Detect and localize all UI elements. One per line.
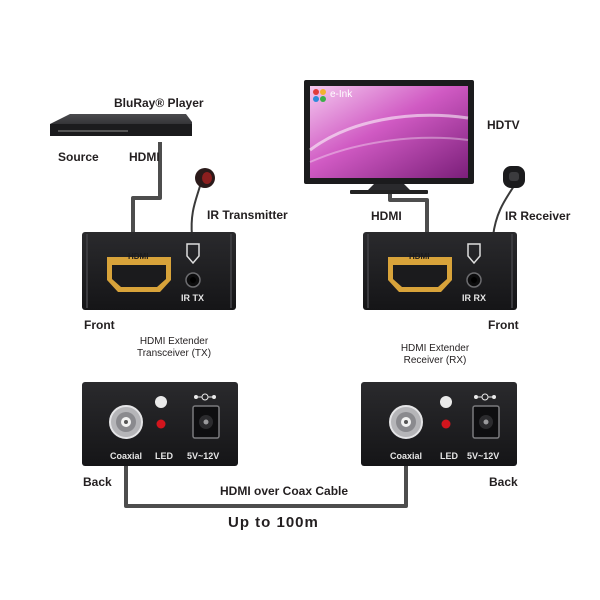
coax-cable (124, 466, 408, 508)
tv-hdmi-label: HDMI (371, 209, 402, 223)
rx-ir-port-label: IR RX (462, 293, 487, 303)
bluray-player-label: BluRay® Player (114, 96, 204, 110)
rx-led-label: LED (440, 451, 458, 461)
tx-power-label: 5V~12V (187, 451, 220, 461)
tx-front-label: Front (84, 318, 115, 332)
rx-ir-jack-icon (466, 272, 482, 288)
rx-power-label: 5V~12V (467, 451, 500, 461)
rx-hdmi-port-icon (388, 257, 452, 292)
tx-hdmi-port-label: HDMI (128, 252, 149, 261)
source-hdmi-label: HDMI (129, 150, 160, 164)
tx-power-polarity-icon (194, 393, 216, 401)
cables (124, 142, 429, 508)
ir-transmitter-icon (195, 168, 215, 188)
rx-coaxial-connector-icon (389, 405, 423, 439)
hdtv (304, 80, 474, 194)
eink-brand-text: e-Ink (330, 89, 353, 100)
tx-dc-power-jack-icon (192, 405, 220, 439)
tx-unit-name-line2: Transceiver (TX) (136, 348, 212, 359)
tx-back-label: Back (83, 475, 112, 489)
rx-dc-power-jack-icon (472, 405, 500, 439)
tx-unit-name-line1: HDMI Extender (139, 336, 209, 347)
eink-logo-icon (313, 89, 326, 102)
ir-receiver-icon (503, 166, 525, 188)
coax-cable-label: HDMI over Coax Cable (220, 484, 349, 498)
rx-unit-name-line2: Receiver (RX) (403, 355, 467, 366)
hdtv-label: HDTV (487, 118, 520, 132)
bluray-player (50, 114, 192, 136)
ir-receiver-label: IR Receiver (505, 209, 571, 223)
ir-cables (190, 185, 515, 237)
rx-back-panel (361, 382, 517, 466)
tx-hdmi-port-icon (107, 257, 171, 292)
source-hdmi-cable (131, 142, 162, 232)
rx-unit-name-line1: HDMI Extender (400, 343, 470, 354)
tx-led-label: LED (155, 451, 173, 461)
source-label: Source (58, 150, 99, 164)
rx-power-polarity-icon (474, 393, 496, 401)
rx-back-label: Back (489, 475, 518, 489)
distance-label: Up to 100m (228, 514, 319, 531)
ir-transmitter-label: IR Transmitter (207, 208, 288, 222)
rx-front-label: Front (488, 318, 519, 332)
rx-hdmi-port-label: HDMI (409, 252, 430, 261)
tx-coaxial-label: Coaxial (110, 451, 143, 461)
rx-status-led-icon (440, 396, 452, 429)
ir-transmitter-cable (190, 185, 201, 237)
tv-hdmi-cable (388, 192, 429, 232)
tx-ir-shield-icon (186, 243, 200, 265)
ir-receiver-cable (492, 185, 515, 237)
rx-ir-shield-icon (467, 243, 481, 265)
rx-coaxial-label: Coaxial (390, 451, 423, 461)
tx-coaxial-connector-icon (109, 405, 143, 439)
tx-ir-port-label: IR TX (181, 293, 205, 303)
tx-ir-jack-icon (185, 272, 201, 288)
tx-status-led-icon (155, 396, 167, 429)
